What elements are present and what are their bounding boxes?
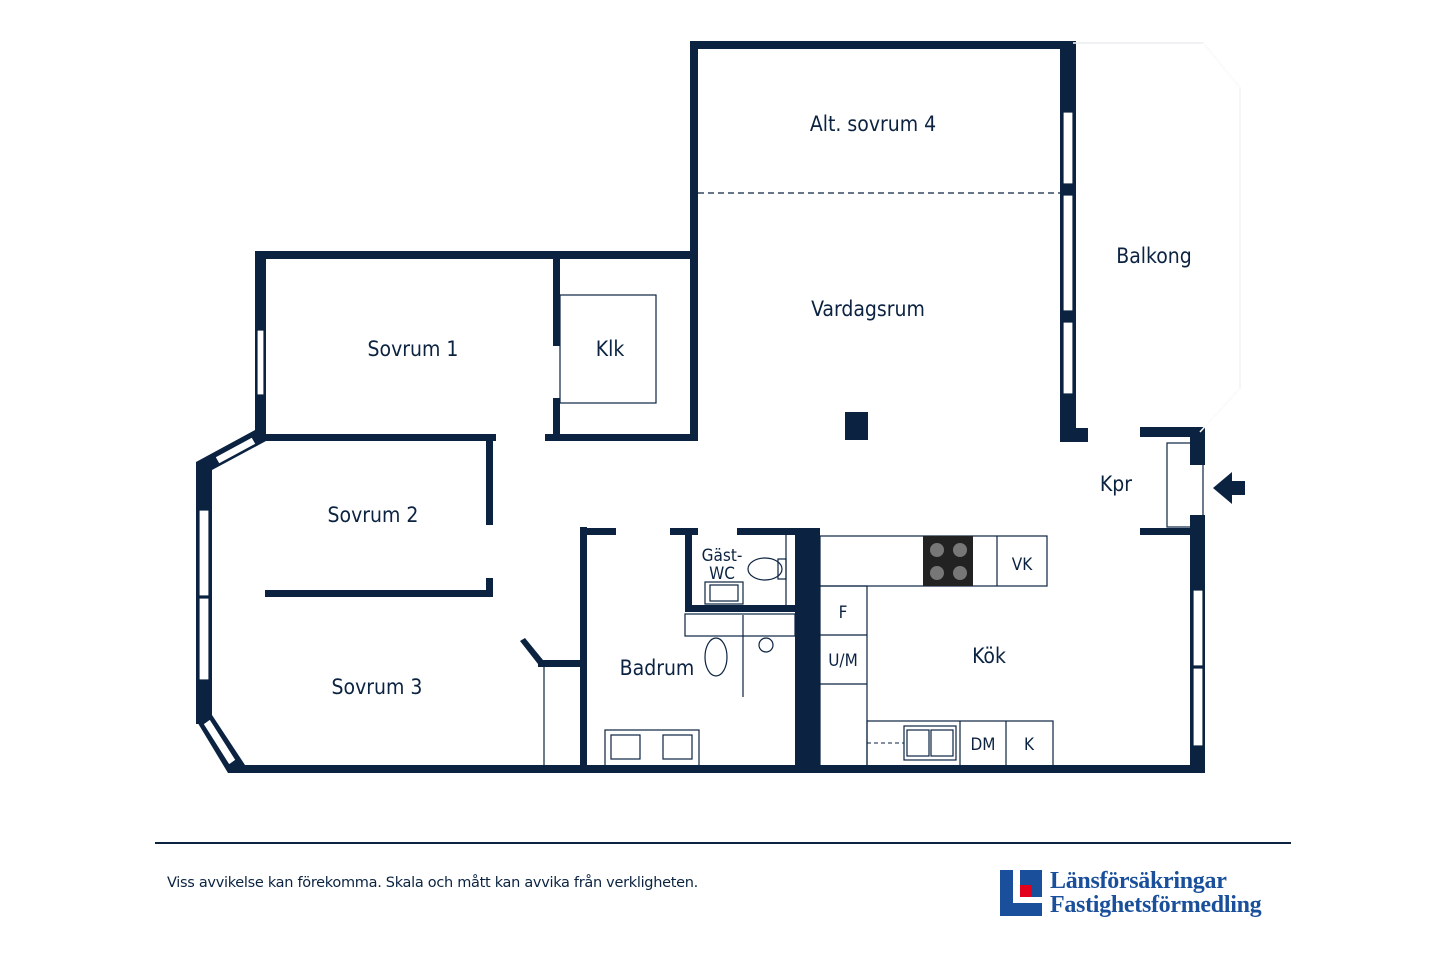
room-kok: Kök [972,644,1006,668]
brand-name-line1: Länsförsäkringar [1050,868,1227,894]
room-gast-wc-line2: WC [709,564,735,584]
room-labels: Alt. sovrum 4 Balkong Vardagsrum Sovrum … [328,112,1192,755]
brand-logo: Länsförsäkringar Fastighetsförmedling [1000,868,1262,918]
column [845,412,868,440]
fixture-dm: DM [971,735,996,755]
room-sovrum-3: Sovrum 3 [332,675,423,699]
windows [198,111,1204,766]
footer-divider [155,842,1291,844]
brand-name-line2: Fastighetsförmedling [1050,892,1262,918]
fixture-vk: VK [1012,555,1033,575]
disclaimer-text: Viss avvikelse kan förekomma. Skala och … [167,875,698,891]
room-badrum: Badrum [620,656,695,680]
room-alt-sovrum-4: Alt. sovrum 4 [810,112,936,136]
fixture-um: U/M [828,651,858,671]
room-sovrum-1: Sovrum 1 [368,337,459,361]
room-balkong: Balkong [1116,244,1192,268]
fixture-k: K [1024,735,1035,755]
details [543,42,1241,767]
room-klk: Klk [596,337,625,361]
entrance-arrow-icon [1213,472,1245,504]
fixture-f: F [839,603,848,623]
room-kpr: Kpr [1100,472,1132,496]
walls [196,41,1205,773]
room-gast-wc-line1: Gäst- [702,546,743,566]
room-vardagsrum: Vardagsrum [811,297,925,321]
logo-mark-icon [1000,870,1042,916]
room-sovrum-2: Sovrum 2 [328,503,419,527]
